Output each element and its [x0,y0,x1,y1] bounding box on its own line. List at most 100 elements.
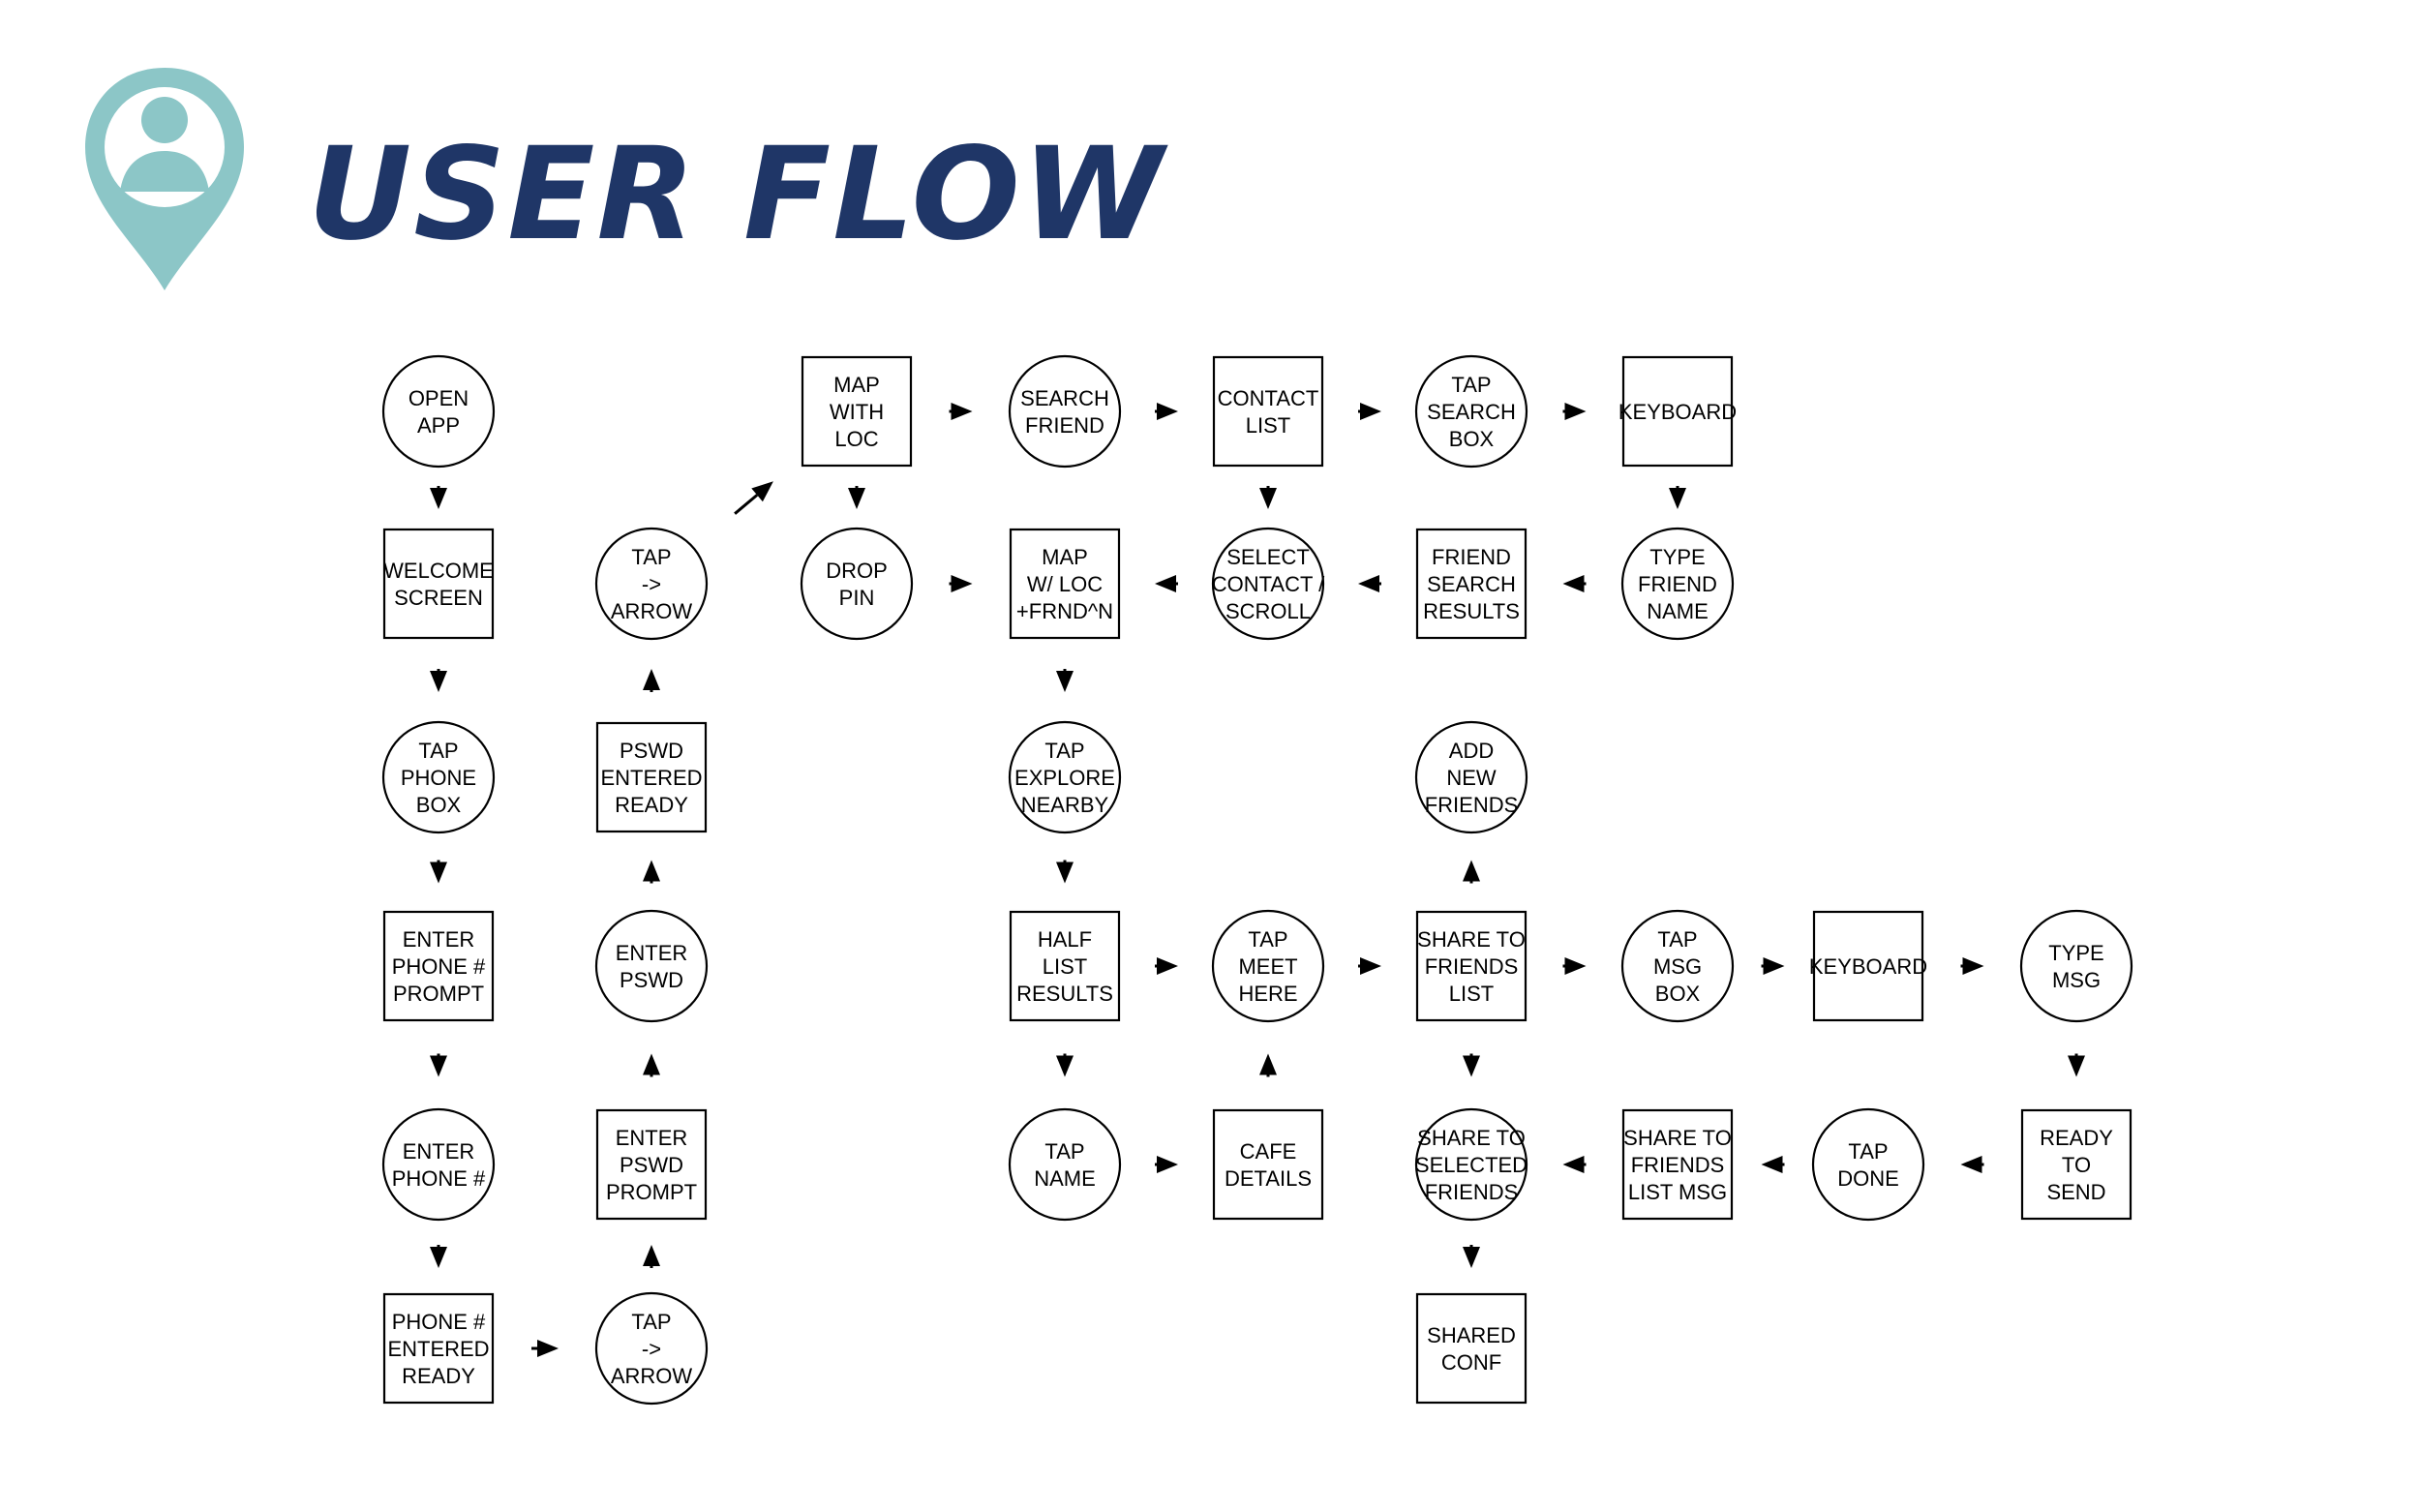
edge-phone-entered-ready-to-tap-arrow-1 [531,1340,559,1357]
arrow-head-icon [1562,575,1585,592]
node-label: ENTER [616,941,688,965]
node-label: SEARCH [1020,386,1109,410]
arrow-head-icon [1463,1247,1480,1268]
edge-map-with-loc-to-search-friend [949,403,973,420]
arrow-head-icon [643,860,660,882]
node-label: LIST [1449,982,1494,1006]
node-label: W/ LOC [1027,572,1103,596]
arrow-head-icon [430,1247,447,1268]
arrow-head-icon [1157,1156,1178,1173]
node-label: WITH [830,400,884,424]
arrow-head-icon [1669,488,1686,509]
node-label: NEARBY [1021,793,1109,817]
arrow-head-icon [1358,575,1379,592]
user-location-pin-icon [85,68,244,290]
node-label: LIST MSG [1628,1180,1727,1204]
node-label: CONTACT [1218,386,1319,410]
arrow-head-icon [1259,1053,1277,1075]
node-label: LIST [1043,954,1087,979]
edge-tap-phone-box-to-enter-phone-prompt [430,860,447,884]
arrow-head-icon [1564,957,1587,975]
circle-node-shape [594,1291,709,1406]
node-label: LOC [834,427,878,451]
edge-half-list-results-to-tap-meet-here [1155,957,1178,975]
edge-half-list-results-to-tap-name [1056,1053,1074,1077]
node-label: MAP [1042,545,1088,569]
arrow-head-icon [1463,860,1480,882]
node-label: RESULTS [1423,599,1520,623]
node-label: APP [417,413,460,438]
node-label: PHONE # [392,1166,486,1191]
circle-node-shape [800,527,914,641]
node-label: SEARCH [1427,572,1516,596]
circle-node-shape [2019,909,2133,1023]
node-label: KEYBOARD [1618,400,1737,424]
edge-share-to-friends-list-msg-to-share-to-selected-friends [1562,1156,1587,1173]
node-label: ARROW [611,1364,693,1388]
node-label: READY [2040,1126,2113,1150]
arrow-head-icon [1463,1055,1480,1077]
node-label: -> [642,572,661,596]
box-node-shape [382,528,495,640]
node-search-friend: SEARCH FRIEND [1008,354,1122,469]
node-label: PHONE # [392,954,486,979]
node-label: NEW [1446,766,1497,790]
node-keyboard-2: KEYBOARD [1809,910,1927,1022]
edge-tap-arrow-2-to-map-with-loc [734,481,773,515]
circle-node-shape [1620,909,1735,1023]
circle-node-shape [381,1107,496,1222]
node-label: KEYBOARD [1809,954,1927,979]
box-node-shape [1212,355,1324,468]
node-label: READY [615,793,688,817]
edge-ready-to-send-to-tap-done [1960,1156,1984,1173]
node-label: LIST [1246,413,1290,438]
node-label: PHONE # [392,1310,486,1334]
circle-node-shape [381,720,496,834]
node-label: ADD [1449,739,1494,763]
arrow-head-icon [1259,488,1277,509]
node-label: PROMPT [606,1180,697,1204]
edge-map-with-loc-to-drop-pin [848,486,865,509]
edges [430,403,2085,1357]
node-label: PSWD [620,968,683,992]
node-label: PROMPT [393,982,484,1006]
edge-select-contact-scroll-to-map-w-loc-frnd [1155,575,1178,592]
node-label: CONF [1441,1350,1501,1375]
box-node-shape [1621,1108,1734,1221]
node-label: ENTERED [387,1337,489,1361]
node-label: ARROW [611,599,693,623]
arrow-head-icon [1562,1156,1585,1173]
node-label: FRIENDS [1631,1153,1725,1177]
edge-line [734,494,759,515]
arrow-head-icon [1157,403,1178,420]
box-node-shape [1415,1292,1528,1405]
node-label: FRIENDS [1425,793,1519,817]
edge-contact-list-to-select-contact-scroll [1259,486,1277,509]
node-label: FRIEND [1025,413,1104,438]
node-label: NAME [1647,599,1709,623]
arrow-head-icon [1157,957,1178,975]
node-label: EXPLORE [1014,766,1115,790]
circle-node-shape [1008,1107,1122,1222]
edge-tap-arrow-1-to-enter-pswd-prompt [643,1245,660,1268]
edge-type-friend-name-to-friend-search-results [1562,575,1587,592]
arrow-head-icon [430,1055,447,1077]
arrow-head-icon [643,1053,660,1075]
node-label: MAP [833,373,880,397]
node-tap-arrow-1: TAP->ARROW [594,1291,709,1406]
node-label: TAP [1657,927,1697,952]
edge-type-msg-to-ready-to-send [2068,1053,2085,1077]
node-tap-arrow-2: TAP->ARROW [594,527,709,641]
